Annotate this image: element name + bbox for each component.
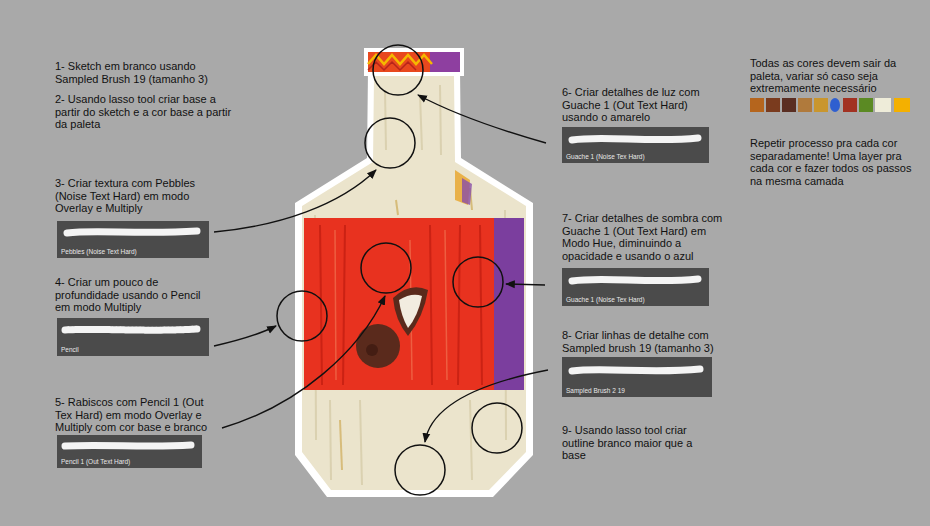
step-label-box: 6- Criar detalhes de luz com Guache 1 (O… bbox=[562, 86, 720, 124]
brush-sample-box: Sampled Brush 2 19 bbox=[562, 357, 712, 397]
step-text: 1- Sketch em branco usando Sampled Brush… bbox=[55, 60, 230, 85]
step-label-box: 1- Sketch em branco usando Sampled Brush… bbox=[55, 60, 230, 85]
step-text: 3- Criar textura com Pebbles (Noise Text… bbox=[55, 177, 207, 215]
step-text: 9- Usando lasso tool criar outline branc… bbox=[562, 424, 712, 462]
brush-name: Pencil bbox=[61, 346, 205, 354]
step-text: Repetir processo pra cada cor separadame… bbox=[750, 137, 918, 187]
brush-name: Pencil 1 (Out Text Hard) bbox=[61, 458, 198, 466]
brush-sample-box: Pencil 1 (Out Text Hard) bbox=[57, 435, 202, 468]
step-text: 6- Criar detalhes de luz com Guache 1 (O… bbox=[562, 86, 720, 124]
brush-sample-box: Guache 1 (Noise Tex Hard) bbox=[562, 127, 709, 163]
brush-name: Guache 1 (Noise Tex Hard) bbox=[566, 296, 705, 304]
step-text: 5- Rabiscos com Pencil 1 (Out Tex Hard) … bbox=[55, 396, 223, 434]
brush-sample-box: Pencil bbox=[57, 318, 209, 356]
brush-name: Sampled Brush 2 19 bbox=[566, 387, 708, 395]
color-palette bbox=[750, 98, 910, 112]
step-label-box: 2- Usando lasso tool criar base a partir… bbox=[55, 93, 233, 131]
step-text: 4- Criar um pouco de profundidade usando… bbox=[55, 276, 213, 314]
step-text: 2- Usando lasso tool criar base a partir… bbox=[55, 93, 233, 131]
brush-name: Guache 1 (Noise Tex Hard) bbox=[566, 153, 705, 161]
step-text: 8- Criar linhas de detalhe com Sampled b… bbox=[562, 329, 732, 354]
step-text: 7- Criar detalhes de sombra com Guache 1… bbox=[562, 212, 724, 262]
brush-name: Pebbles (Noise Text Hard) bbox=[61, 248, 205, 256]
brush-sample-box: Guache 1 (Noise Tex Hard) bbox=[562, 268, 709, 306]
brush-stroke bbox=[57, 318, 209, 356]
step-label-box: 9- Usando lasso tool criar outline branc… bbox=[562, 424, 712, 462]
step-text: Todas as cores devem sair da paleta, var… bbox=[750, 57, 920, 95]
step-label-box: 5- Rabiscos com Pencil 1 (Out Tex Hard) … bbox=[55, 396, 223, 434]
step-label-box: 7- Criar detalhes de sombra com Guache 1… bbox=[562, 212, 724, 262]
brush-sample-box: Pebbles (Noise Text Hard) bbox=[57, 221, 209, 258]
step-label-box: 3- Criar textura com Pebbles (Noise Text… bbox=[55, 177, 207, 215]
step-label-box: 8- Criar linhas de detalhe com Sampled b… bbox=[562, 329, 732, 354]
step-label-box: Todas as cores devem sair da paleta, var… bbox=[750, 57, 920, 95]
step-label-box: 4- Criar um pouco de profundidade usando… bbox=[55, 276, 213, 314]
step-label-box: Repetir processo pra cada cor separadame… bbox=[750, 137, 918, 187]
